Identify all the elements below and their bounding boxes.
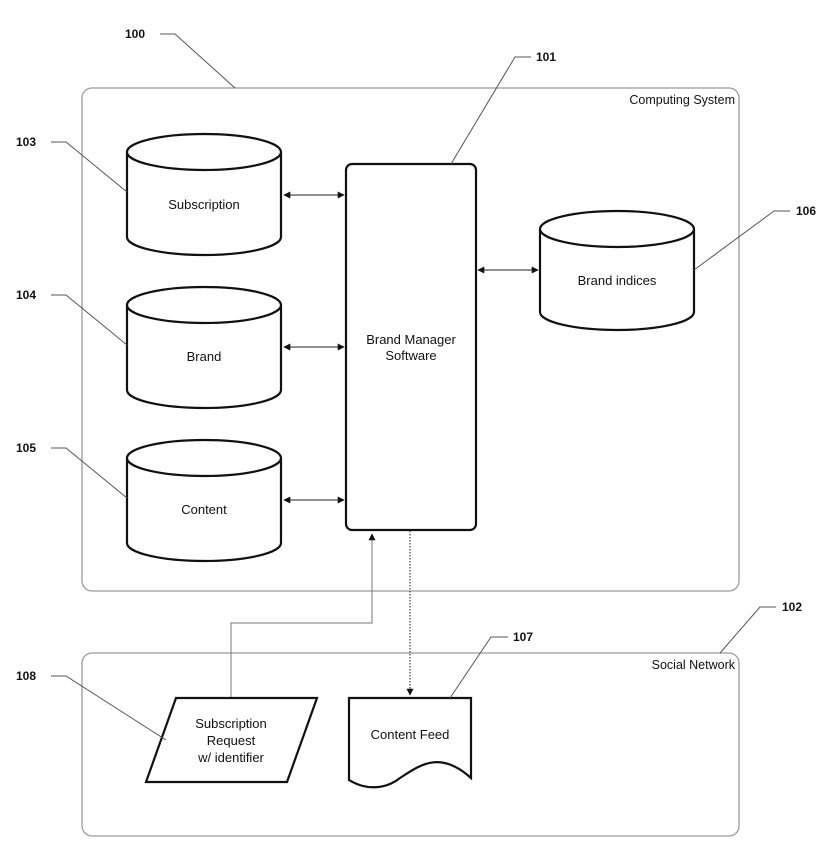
subscription-request-line1: Subscription	[195, 716, 267, 731]
ref-104-label: 104	[16, 288, 36, 302]
ref-104-leader	[51, 294, 128, 346]
ref-108: 108	[16, 669, 167, 741]
brand-indices-database: Brand indices	[538, 209, 696, 332]
ref-101-label: 101	[536, 50, 556, 64]
request-to-manager-arrow	[230, 533, 376, 697]
ref-108-label: 108	[16, 669, 36, 683]
content-database-label: Content	[181, 502, 227, 517]
ref-103-leader	[51, 141, 128, 193]
brand-manager-box: Brand Manager Software	[344, 162, 478, 532]
subscription-request-line3: w/ identifier	[197, 750, 264, 765]
brand-manager-label-line1: Brand Manager	[366, 332, 456, 347]
ref-108-leader	[51, 675, 167, 741]
brand-manager-label-line2: Software	[385, 348, 436, 363]
brand-database-label: Brand	[187, 349, 222, 364]
ref-100-label: 100	[125, 27, 145, 41]
subscription-database: Subscription	[125, 132, 283, 257]
content-feed-document: Content Feed	[347, 696, 473, 789]
subscription-request-shape: Subscription Request w/ identifier	[144, 696, 319, 784]
ref-100-leader	[160, 33, 236, 89]
ref-105-leader	[51, 447, 128, 499]
brand-indices-database-label: Brand indices	[578, 273, 657, 288]
content-feed-label: Content Feed	[371, 727, 450, 742]
ref-103-label: 103	[16, 135, 36, 149]
ref-102: 102	[719, 600, 802, 654]
ref-101: 101	[450, 50, 556, 165]
ref-101-leader	[450, 56, 531, 165]
ref-105: 105	[16, 441, 128, 499]
ref-102-leader	[719, 606, 776, 654]
ref-106-label: 106	[796, 204, 816, 218]
ref-102-label: 102	[782, 600, 802, 614]
ref-104: 104	[16, 288, 128, 346]
ref-106: 106	[693, 204, 816, 271]
ref-103: 103	[16, 135, 128, 193]
ref-107: 107	[449, 630, 533, 699]
subscription-request-line2: Request	[207, 733, 256, 748]
ref-105-label: 105	[16, 441, 36, 455]
ref-107-label: 107	[513, 630, 533, 644]
social-network-region: Social Network	[81, 652, 740, 837]
ref-106-leader	[693, 210, 790, 271]
ref-100: 100	[125, 27, 236, 89]
brand-database: Brand	[125, 285, 283, 410]
computing-system-title: Computing System	[629, 93, 735, 107]
social-network-title: Social Network	[652, 658, 736, 672]
ref-107-leader	[449, 636, 508, 699]
content-database: Content	[125, 438, 283, 563]
subscription-database-label: Subscription	[168, 197, 240, 212]
